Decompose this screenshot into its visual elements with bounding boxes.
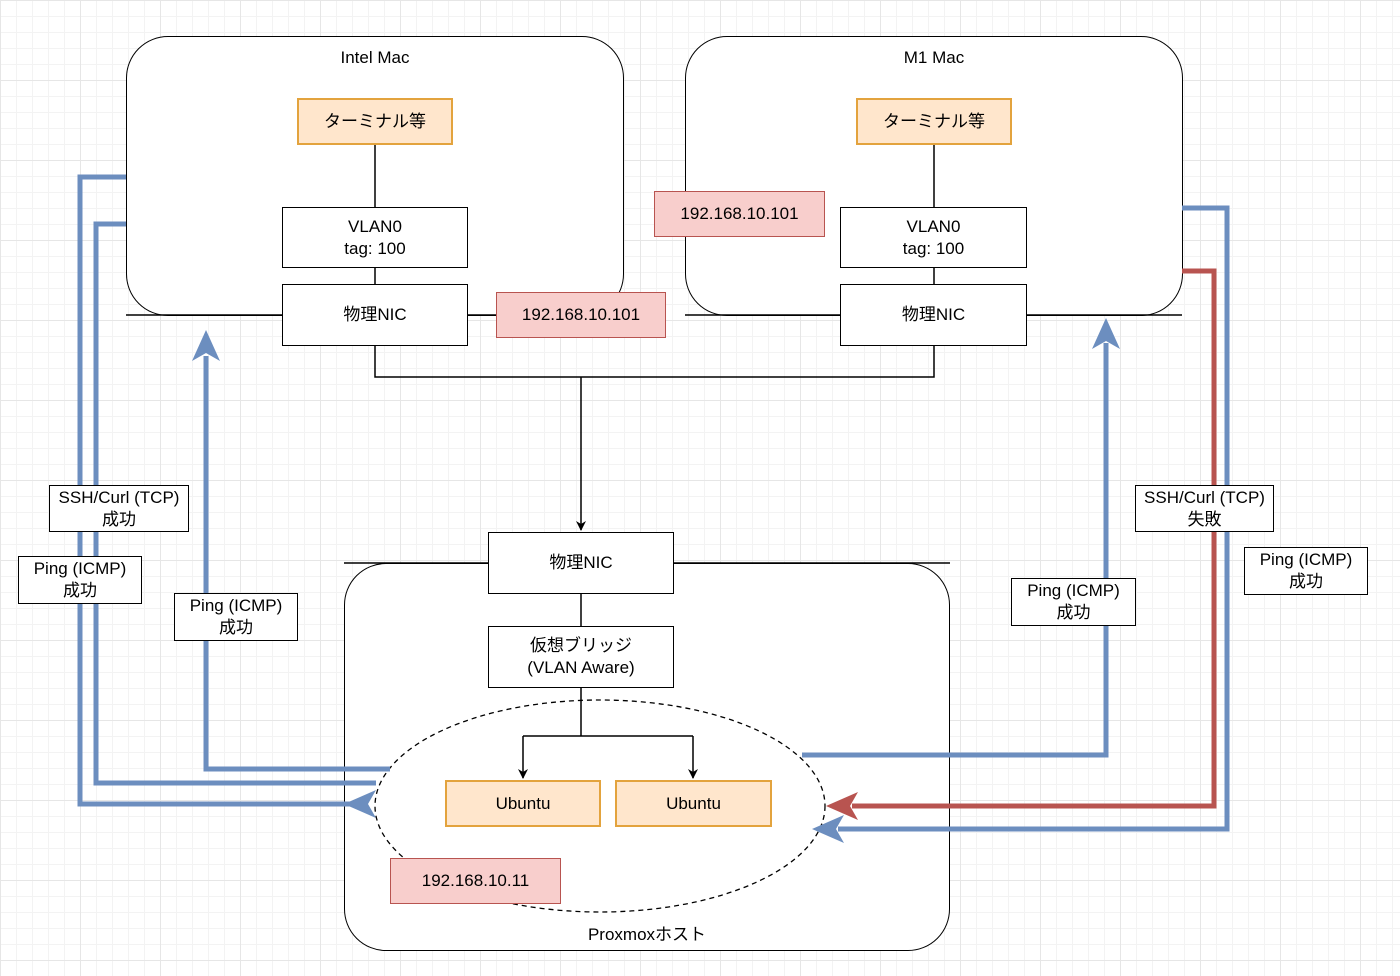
intel-vlan-node: VLAN0 tag: 100 [282,207,468,268]
ubuntu-vm-2: Ubuntu [615,780,772,827]
m1-ping-outer-label: Ping (ICMP) 成功 [1244,547,1368,595]
intel-ssh-label: SSH/Curl (TCP) 成功 [49,485,189,532]
virtual-bridge-node: 仮想ブリッジ (VLAN Aware) [488,626,674,688]
proxmox-host-title: Proxmoxホスト [587,925,707,944]
m1-ssh-label: SSH/Curl (TCP) 失敗 [1135,485,1274,532]
m1-terminal-node: ターミナル等 [856,98,1012,145]
intel-ip-label: 192.168.10.101 [496,292,666,338]
vm-group-boundary [374,699,826,913]
m1-vlan-node: VLAN0 tag: 100 [840,207,1027,268]
intel-physical-nic-node: 物理NIC [282,284,468,346]
intel-mac-title: Intel Mac [340,48,410,67]
intel-terminal-node: ターミナル等 [297,98,453,145]
m1-mac-title: M1 Mac [903,48,965,67]
m1-ip-label: 192.168.10.101 [654,191,825,237]
intel-ping-outer-label: Ping (ICMP) 成功 [18,556,142,604]
ubuntu-vm-1: Ubuntu [445,780,601,827]
m1-ping-inner-label: Ping (ICMP) 成功 [1011,578,1136,626]
proxmox-physical-nic-node: 物理NIC [488,532,674,594]
intel-ping-inner-label: Ping (ICMP) 成功 [174,593,298,641]
proxmox-ip-label: 192.168.10.11 [390,858,561,904]
m1-physical-nic-node: 物理NIC [840,284,1027,346]
